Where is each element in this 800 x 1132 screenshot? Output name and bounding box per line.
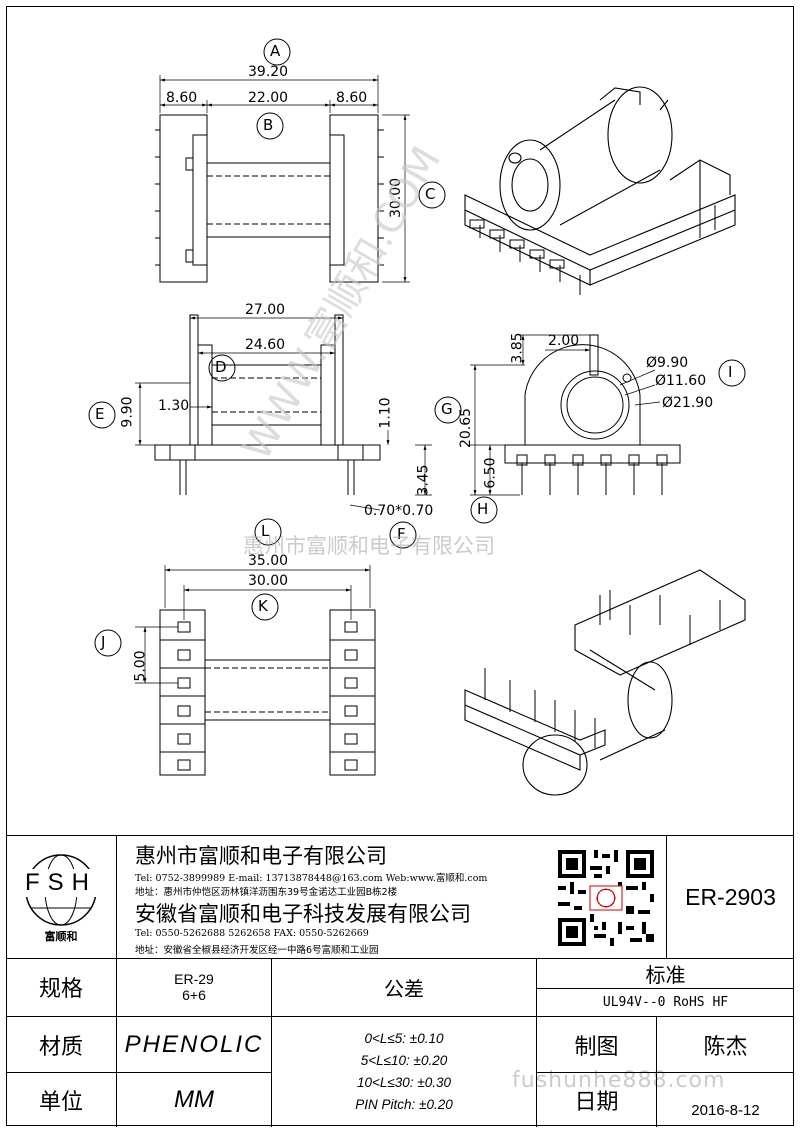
technical-drawing (88, 38, 746, 796)
date-label: 日期 (536, 1072, 656, 1127)
logo-caption: 富顺和 (44, 931, 78, 943)
company1-address: 地址：惠州市仲恺区沥林镇洋沥围东39号金诺达工业园B栋2楼 (135, 887, 398, 898)
tolerance-label: 公差 (271, 958, 536, 1016)
dim-overall-width: 39.20 (248, 64, 289, 80)
dim-2460: 24.60 (245, 337, 286, 353)
standard-label: 标准 (536, 958, 794, 988)
callout-h: H (477, 500, 489, 518)
drawing-frame (6, 6, 794, 1126)
dim-345: 3.45 (415, 464, 432, 496)
part-number: ER-2903 (666, 836, 794, 958)
isometric-view-lower (464, 569, 746, 796)
callout-k: K (258, 597, 268, 615)
dim-990: 9.90 (119, 396, 136, 428)
bottom-view (94, 518, 376, 776)
logo-text: FSH (23, 869, 99, 897)
unit-label: 单位 (6, 1072, 116, 1127)
spec-value-1: ER-29 (174, 971, 214, 987)
company2-contact: Tel: 0550-5262688 5262658 FAX: 0550-5262… (135, 928, 369, 939)
tolerance-4: PIN Pitch: ±0.20 (355, 1097, 453, 1112)
dim-200: 2.00 (548, 333, 580, 349)
callout-g: G (441, 400, 453, 418)
material-value: PHENOLIC (116, 1016, 271, 1072)
dim-27: 27.00 (245, 302, 286, 318)
standard-value: UL94V--0 RoHS HF (536, 988, 794, 1016)
date-value: 2016-8-12 (656, 1072, 794, 1127)
dia-2190: Ø21.90 (662, 395, 714, 411)
tolerance-2: 5<L≤10: ±0.20 (360, 1053, 448, 1068)
dia-1160: Ø11.60 (655, 373, 707, 389)
dim-110: 1.10 (377, 397, 394, 429)
dim-left-flange: 8.60 (166, 90, 198, 106)
callout-b: B (263, 116, 274, 134)
callout-i: I (728, 363, 733, 381)
unit-value: MM (116, 1072, 271, 1127)
callout-d: D (215, 358, 227, 376)
callout-l: L (261, 522, 270, 540)
company-info: 惠州市富顺和电子有限公司 Tel: 0752-3899989 E-mail: 1… (116, 836, 546, 958)
dim-5: 5.00 (132, 650, 149, 682)
dim-130: 1.30 (158, 398, 190, 414)
dim-35: 35.00 (248, 553, 289, 569)
spec-value-2: 6+6 (182, 987, 206, 1003)
material-label: 材质 (6, 1016, 116, 1072)
isometric-view-upper (464, 86, 736, 295)
divider (6, 958, 794, 959)
dim-650: 6.50 (482, 457, 499, 489)
tolerance-1: 0<L≤5: ±0.10 (364, 1031, 444, 1046)
dim-pin-size: 0.70*0.70 (364, 503, 434, 519)
callout-e: E (95, 405, 105, 423)
qr-code-icon (554, 846, 658, 950)
drawn-label: 制图 (536, 1016, 656, 1072)
dim-385: 3.85 (509, 332, 526, 364)
side-view (88, 314, 432, 549)
dim-2065: 20.65 (458, 407, 475, 449)
top-view (155, 38, 446, 283)
dim-height: 30.00 (388, 177, 405, 219)
spec-value: ER-29 6+6 (116, 958, 271, 1016)
qr-code (551, 844, 661, 952)
dia-990: Ø9.90 (646, 355, 689, 371)
callout-f: F (397, 525, 406, 543)
dim-30: 30.00 (248, 573, 289, 589)
title-block: FSH 富顺和 惠州市富顺和电子有限公司 Tel: 0752-3899989 E… (6, 835, 794, 1127)
company1-name: 惠州市富顺和电子有限公司 (135, 844, 387, 868)
drawn-value: 陈杰 (656, 1016, 794, 1072)
end-view (434, 334, 746, 524)
logo: FSH 富顺和 (6, 836, 116, 958)
company1-contact: Tel: 0752-3899989 E-mail: 13713878448@16… (135, 873, 488, 884)
company2-name: 安徽省富顺和电子科技发展有限公司 (135, 902, 471, 926)
company2-address: 地址：安徽省全椒县经济开发区经一中路6号富顺和工业园 (135, 945, 379, 956)
callout-a: A (270, 42, 281, 60)
tolerance-3: 10<L≤30: ±0.30 (356, 1075, 452, 1090)
tolerance-values: 0<L≤5: ±0.10 5<L≤10: ±0.20 10<L≤30: ±0.3… (271, 1016, 536, 1127)
callout-c: C (425, 185, 436, 203)
spec-label: 规格 (38, 977, 83, 1002)
callout-j: J (101, 633, 106, 651)
dim-right-flange: 8.60 (336, 90, 368, 106)
dim-winding-width: 22.00 (248, 90, 289, 106)
